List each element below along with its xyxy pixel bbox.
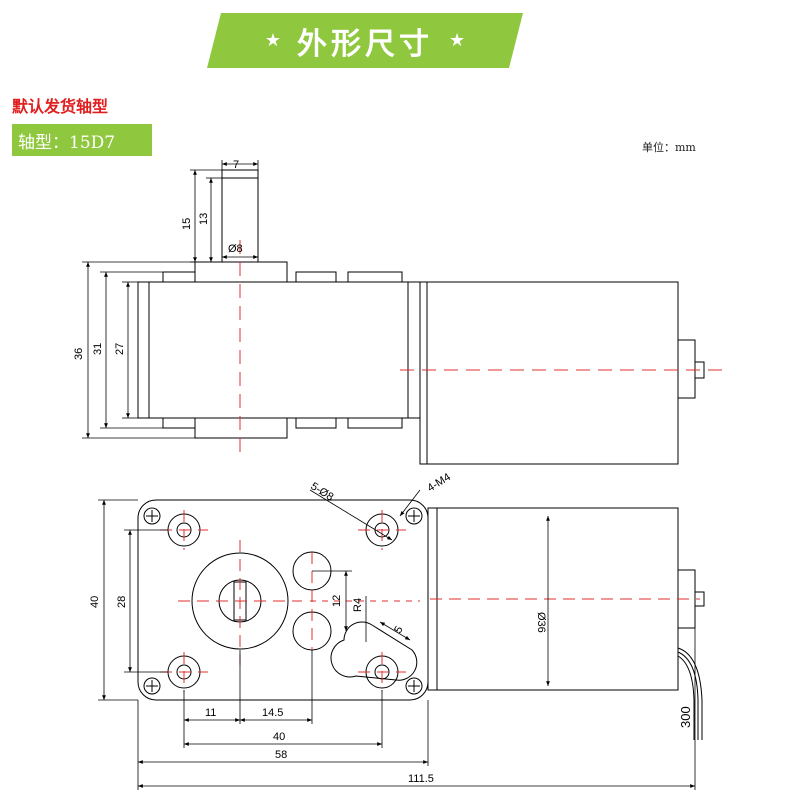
motor-body xyxy=(419,281,679,465)
dim-motor-diameter: Ø36 xyxy=(535,612,547,633)
dim-shaft-length-13: 13 xyxy=(198,213,210,225)
dim-11: 11 xyxy=(205,707,216,719)
dim-12: 12 xyxy=(331,595,343,607)
dims-front xyxy=(98,489,696,790)
centerlines-top xyxy=(239,240,722,455)
dim-plate-height-40: 40 xyxy=(89,596,101,608)
dims-top xyxy=(82,160,259,439)
dim-shaft-diameter: Ø8 xyxy=(228,243,243,255)
screw-icon xyxy=(405,507,423,525)
wire xyxy=(677,647,703,740)
dim-height-31: 31 xyxy=(92,343,104,355)
side-view xyxy=(137,169,705,465)
screw-icon xyxy=(143,677,161,695)
default-shaft-subtitle: 默认发货轴型 xyxy=(12,97,109,116)
dim-slot-5: 5 xyxy=(392,624,405,635)
dim-r4: R4 xyxy=(352,598,364,612)
dim-wire-length: 300 xyxy=(678,706,693,728)
dim-14-5: 14.5 xyxy=(262,707,283,719)
title-banner: ★ 外形尺寸 ★ xyxy=(207,13,523,68)
dim-40: 40 xyxy=(273,731,285,743)
star-icon: ★ xyxy=(449,30,466,51)
dim-hole-spacing-28: 28 xyxy=(116,596,128,608)
slot xyxy=(330,621,418,681)
star-icon: ★ xyxy=(264,30,281,51)
shaft-collar xyxy=(194,261,288,283)
unit-label: 单位：mm xyxy=(642,141,696,154)
shaft-type-badge: 轴型：15D7 xyxy=(12,124,152,156)
dim-total-length: 111.5 xyxy=(408,773,434,785)
gearbox-body xyxy=(137,281,421,419)
rear-bearing xyxy=(677,339,696,399)
dim-shaft-length-15: 15 xyxy=(181,218,193,230)
dim-threads: 4-M4 xyxy=(425,471,453,494)
dim-shaft-width: 7 xyxy=(233,159,239,171)
dim-58: 58 xyxy=(275,749,287,761)
page-title: 外形尺寸 xyxy=(297,26,433,62)
dim-height-36: 36 xyxy=(73,348,85,360)
dim-height-27: 27 xyxy=(114,343,126,355)
screw-icon xyxy=(143,507,161,525)
screw-icon xyxy=(405,677,423,695)
output-boss xyxy=(191,552,289,650)
centerlines-front xyxy=(160,510,700,692)
front-view xyxy=(137,499,705,740)
